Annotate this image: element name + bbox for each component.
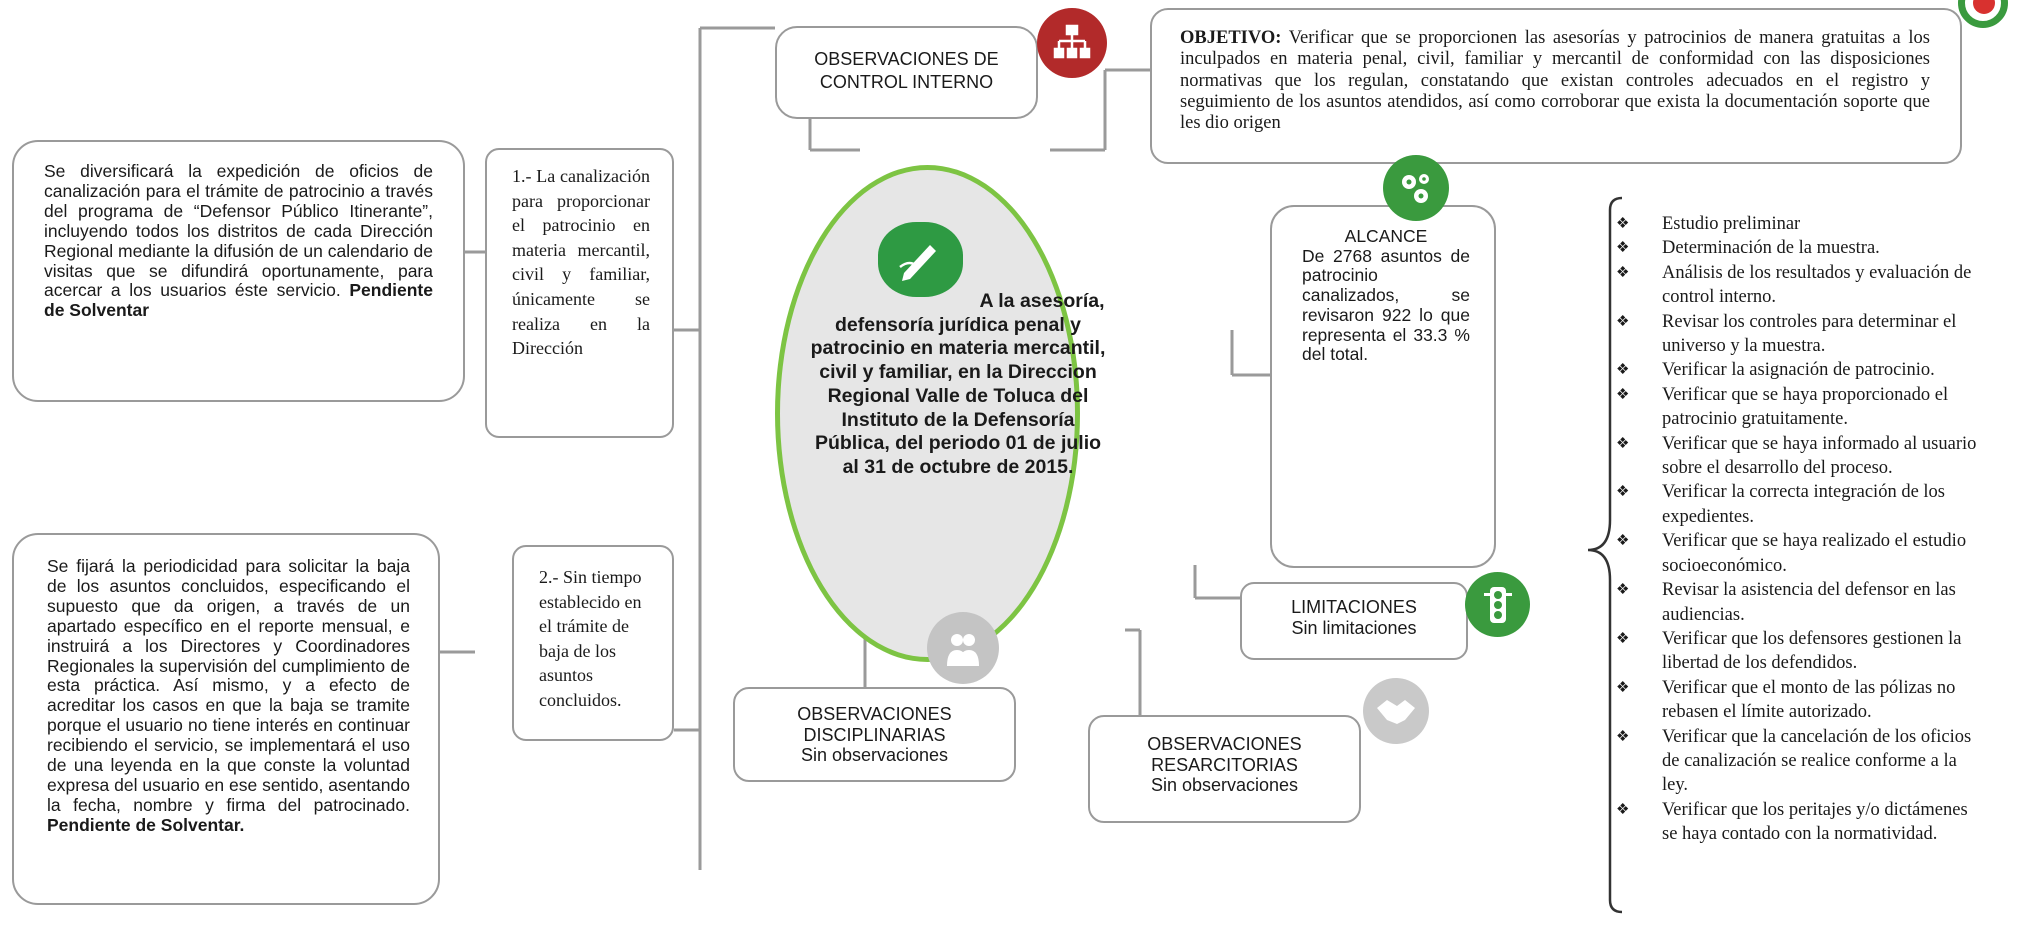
bullet-icon: ❖ <box>1616 313 1630 330</box>
procedure-item: ❖ Estudio preliminar <box>1600 212 1980 236</box>
procedure-text: Verificar que se haya proporcionado el p… <box>1662 384 1949 430</box>
procedure-item: ❖ Revisar la asistencia del defensor en l… <box>1600 578 1980 627</box>
bullet-icon: ❖ <box>1616 533 1630 550</box>
observation-2-text: 2.- Sin tiempo establecido en el trámite… <box>539 567 642 710</box>
limitaciones-text: Sin limitaciones <box>1291 618 1417 638</box>
control-interno-box: OBSERVACIONES DE CONTROL INTERNO <box>775 26 1038 119</box>
procedure-item: ❖ Verificar la asignación de patrocinio. <box>1600 358 1980 382</box>
procedure-item: ❖ Verificar que la cancelación de los ofi… <box>1600 725 1980 798</box>
bullet-icon: ❖ <box>1616 630 1630 647</box>
procedure-item: ❖ Revisar los controles para determinar e… <box>1600 310 1980 359</box>
procedure-item: ❖ Determinación de la muestra. <box>1600 236 1980 260</box>
disciplinarias-box: OBSERVACIONES DISCIPLINARIAS Sin observa… <box>733 687 1016 782</box>
procedure-text: Verificar que el monto de las pólizas no… <box>1662 677 1956 723</box>
procedure-item: ❖ Verificar que se haya realizado el estu… <box>1600 529 1980 578</box>
bullet-icon: ❖ <box>1616 582 1630 599</box>
procedure-item: ❖ Verificar la correcta integración de lo… <box>1600 480 1980 529</box>
resarcitorias-title-2: RESARCITORIAS <box>1151 754 1298 775</box>
alcance-text: De 2768 asuntos de patrocinio canalizado… <box>1302 245 1470 365</box>
observation-1-box: 1.- La canalización para proporcionar el… <box>485 148 674 438</box>
bullet-icon: ❖ <box>1616 264 1630 281</box>
procedure-text: Estudio preliminar <box>1662 214 1801 234</box>
objetivo-label: OBJETIVO: <box>1180 28 1282 48</box>
bullet-icon: ❖ <box>1616 362 1630 379</box>
procedure-item: ❖ Verificar que los peritajes y/o dictáme… <box>1600 798 1980 847</box>
observation-1-text: 1.- La canalización para proporcionar el… <box>512 166 650 359</box>
recommendation-2-status: Pendiente de Solventar. <box>47 814 245 835</box>
limitaciones-title: LIMITACIONES <box>1291 597 1417 617</box>
people-icon <box>927 612 999 684</box>
gears-icon <box>1383 155 1449 221</box>
bullet-icon: ❖ <box>1616 484 1630 501</box>
procedure-text: Análisis de los resultados y evaluación … <box>1662 262 1972 308</box>
procedure-text: Verificar que se haya informado al usuar… <box>1662 433 1977 479</box>
resarcitorias-title-1: OBSERVACIONES <box>1147 734 1302 754</box>
pen-icon <box>878 222 963 297</box>
recommendation-2-box: Se fijará la periodicidad para solicitar… <box>12 533 440 905</box>
bullet-icon: ❖ <box>1616 728 1630 745</box>
procedure-item: ❖ Verificar que los defensores gestionen … <box>1600 627 1980 676</box>
center-text: A la asesoría, defensoría jurídica penal… <box>810 290 1106 478</box>
disciplinarias-title-2: DISCIPLINARIAS <box>803 724 946 745</box>
procedure-text: Verificar la correcta integración de los… <box>1662 482 1946 527</box>
limitaciones-box: LIMITACIONES Sin limitaciones <box>1240 582 1468 660</box>
objetivo-box: OBJETIVO: Verificar que se proporcionen … <box>1150 8 1962 164</box>
recommendation-1-text: Se diversificará la expedición de oficio… <box>44 161 433 301</box>
procedure-item: ❖ Verificar que se haya informado al usua… <box>1600 432 1980 481</box>
disciplinarias-text: Sin observaciones <box>800 745 949 765</box>
procedure-item: ❖ Verificar que el monto de las pólizas n… <box>1600 676 1980 725</box>
control-interno-title-2: CONTROL INTERNO <box>819 72 994 92</box>
procedure-text: Revisar la asistencia del defensor en la… <box>1662 580 1956 625</box>
control-interno-title-1: OBSERVACIONES DE <box>814 49 999 69</box>
objetivo-text: Verificar que se proporcionen las asesor… <box>1180 28 1930 134</box>
org-chart-icon <box>1037 8 1107 78</box>
procedures-list: ❖ Estudio preliminar ❖ Determinación de la … <box>1600 212 1980 847</box>
resarcitorias-box: OBSERVACIONES RESARCITORIAS Sin observac… <box>1088 715 1361 823</box>
observation-2-box: 2.- Sin tiempo establecido en el trámite… <box>512 545 674 741</box>
traffic-light-icon <box>1465 572 1530 637</box>
recommendation-1-status: Pendiente de Solventar <box>44 280 433 321</box>
procedure-text: Verificar la asignación de patrocinio. <box>1662 360 1935 381</box>
procedure-item: ❖ Verificar que se haya proporcionado el … <box>1600 383 1980 432</box>
resarcitorias-text: Sin observaciones <box>1150 775 1299 795</box>
procedure-text: Verificar que los peritajes y/o dictámen… <box>1662 799 1968 845</box>
bullet-icon: ❖ <box>1616 240 1630 257</box>
procedure-text: Revisar los controles para determinar el… <box>1662 311 1957 357</box>
logo-icon <box>1956 0 2016 40</box>
recommendation-2-text: Se fijará la periodicidad para solicitar… <box>47 556 410 815</box>
procedure-text: Determinación de la muestra. <box>1662 238 1880 259</box>
bullet-icon: ❖ <box>1616 801 1630 818</box>
procedure-text: Verificar que los defensores gestionen l… <box>1662 628 1962 674</box>
disciplinarias-title-1: OBSERVACIONES <box>797 704 952 724</box>
bullet-icon: ❖ <box>1616 679 1630 696</box>
procedure-item: ❖ Análisis de los resultados y evaluación… <box>1600 261 1980 310</box>
alcance-title: ALCANCE <box>1344 226 1428 246</box>
procedure-text: Verificar que se haya realizado el estud… <box>1662 531 1967 576</box>
handshake-icon <box>1363 678 1429 744</box>
bullet-icon: ❖ <box>1616 216 1630 232</box>
recommendation-1-box: Se diversificará la expedición de oficio… <box>12 140 465 402</box>
bullet-icon: ❖ <box>1616 435 1630 452</box>
procedure-text: Verificar que la cancelación de los ofic… <box>1662 726 1972 796</box>
bullet-icon: ❖ <box>1616 386 1630 403</box>
alcance-box: ALCANCE De 2768 asuntos de patrocinio ca… <box>1270 205 1496 568</box>
